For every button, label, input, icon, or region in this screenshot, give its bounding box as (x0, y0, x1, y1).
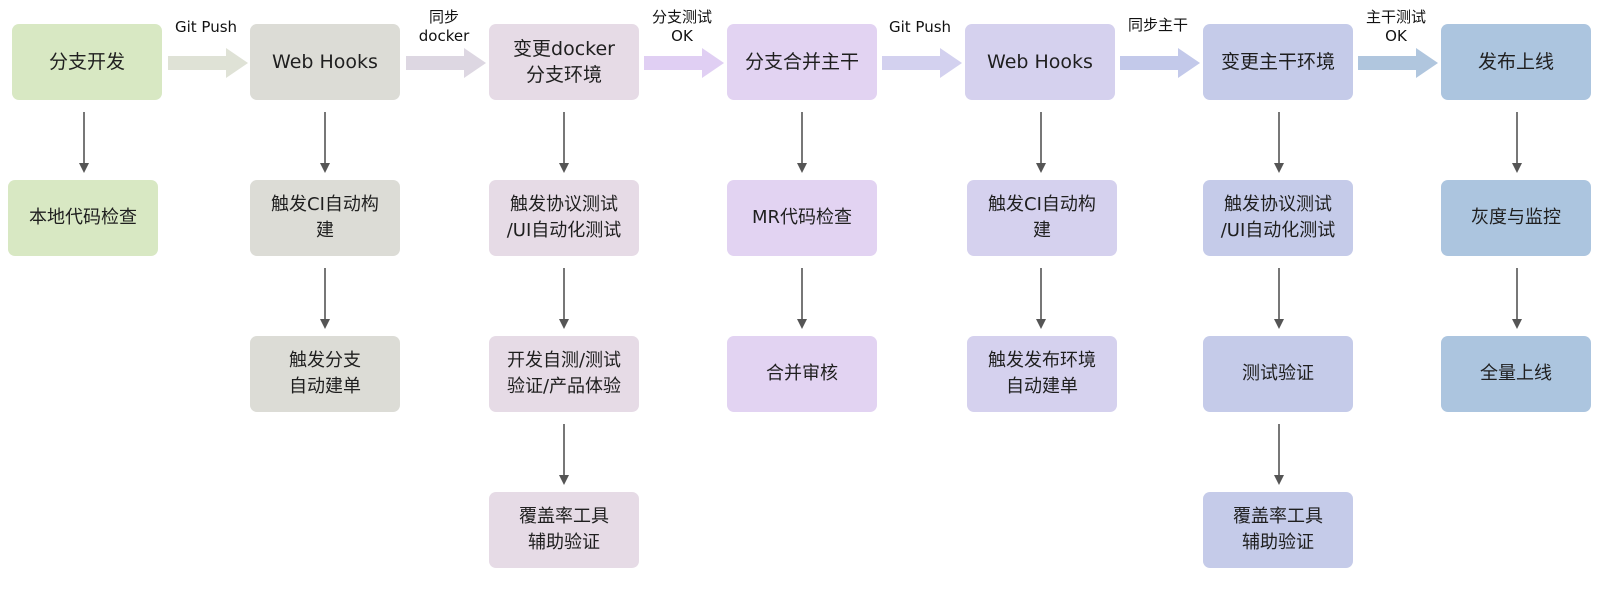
transition-label-2: 同步 docker (418, 8, 470, 45)
stage-change-docker-branch-env: 变更docker 分支环境 (489, 24, 639, 100)
horizontal-arrow-4 (882, 48, 962, 78)
step-trigger-release-ticket: 触发发布环境 自动建单 (967, 336, 1117, 412)
step-coverage-tool-2: 覆盖率工具 辅助验证 (1203, 492, 1353, 568)
transition-label-6: 主干测试 OK (1365, 8, 1426, 45)
step-mr-code-check: MR代码检查 (727, 180, 877, 256)
stage-web-hooks-1: Web Hooks (250, 24, 400, 100)
stage-branch-development: 分支开发 (12, 24, 162, 100)
step-test-verification: 测试验证 (1203, 336, 1353, 412)
step-canary-monitoring: 灰度与监控 (1441, 180, 1591, 256)
step-full-rollout: 全量上线 (1441, 336, 1591, 412)
transition-label-1: Git Push (174, 18, 238, 36)
step-dev-test-product-verify: 开发自测/测试 验证/产品体验 (489, 336, 639, 412)
step-trigger-protocol-ui-tests-1: 触发协议测试 /UI自动化测试 (489, 180, 639, 256)
stage-release: 发布上线 (1441, 24, 1591, 100)
transition-label-5: 同步主干 (1127, 16, 1188, 34)
horizontal-arrow-2 (406, 48, 486, 78)
step-merge-review: 合并审核 (727, 336, 877, 412)
step-trigger-protocol-ui-tests-2: 触发协议测试 /UI自动化测试 (1203, 180, 1353, 256)
horizontal-arrow-3 (644, 48, 724, 78)
horizontal-arrow-1 (168, 48, 248, 78)
stage-web-hooks-2: Web Hooks (965, 24, 1115, 100)
transition-label-3: 分支测试 OK (651, 8, 712, 45)
horizontal-arrow-6 (1358, 48, 1438, 78)
step-trigger-ci-build-2: 触发CI自动构 建 (967, 180, 1117, 256)
stage-change-trunk-env: 变更主干环境 (1203, 24, 1353, 100)
horizontal-arrow-5 (1120, 48, 1200, 78)
step-trigger-branch-ticket: 触发分支 自动建单 (250, 336, 400, 412)
transition-label-4: Git Push (888, 18, 952, 36)
step-coverage-tool-1: 覆盖率工具 辅助验证 (489, 492, 639, 568)
step-trigger-ci-build-1: 触发CI自动构 建 (250, 180, 400, 256)
step-local-code-check: 本地代码检查 (8, 180, 158, 256)
stage-merge-to-trunk: 分支合并主干 (727, 24, 877, 100)
